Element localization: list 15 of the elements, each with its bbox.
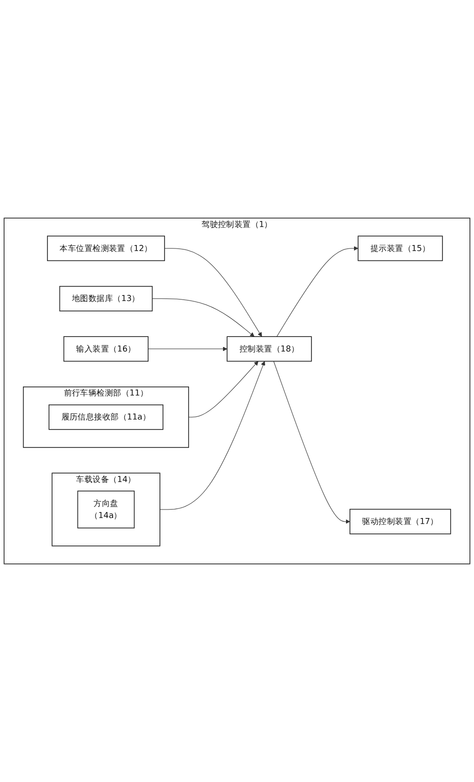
arrow bbox=[148, 346, 228, 352]
node-box: 地图数据库（13） bbox=[59, 286, 153, 312]
node-box: 驱动控制装置（17） bbox=[350, 508, 452, 534]
arrow bbox=[273, 360, 350, 524]
node-box: 履历信息接收部（11a） bbox=[48, 404, 164, 430]
node-box: 输入装置（16） bbox=[63, 336, 149, 362]
node-box: 本车位置检测装置（12） bbox=[47, 236, 165, 262]
arrow bbox=[188, 361, 258, 418]
arrow bbox=[152, 298, 254, 337]
arrow bbox=[164, 248, 262, 337]
node-box: 提示装置（15） bbox=[358, 236, 443, 262]
node-box: 方向盘 （14a） bbox=[77, 490, 135, 528]
arrow bbox=[276, 246, 358, 337]
node-box: 控制装置（18） bbox=[226, 336, 312, 362]
arrow bbox=[160, 361, 266, 510]
